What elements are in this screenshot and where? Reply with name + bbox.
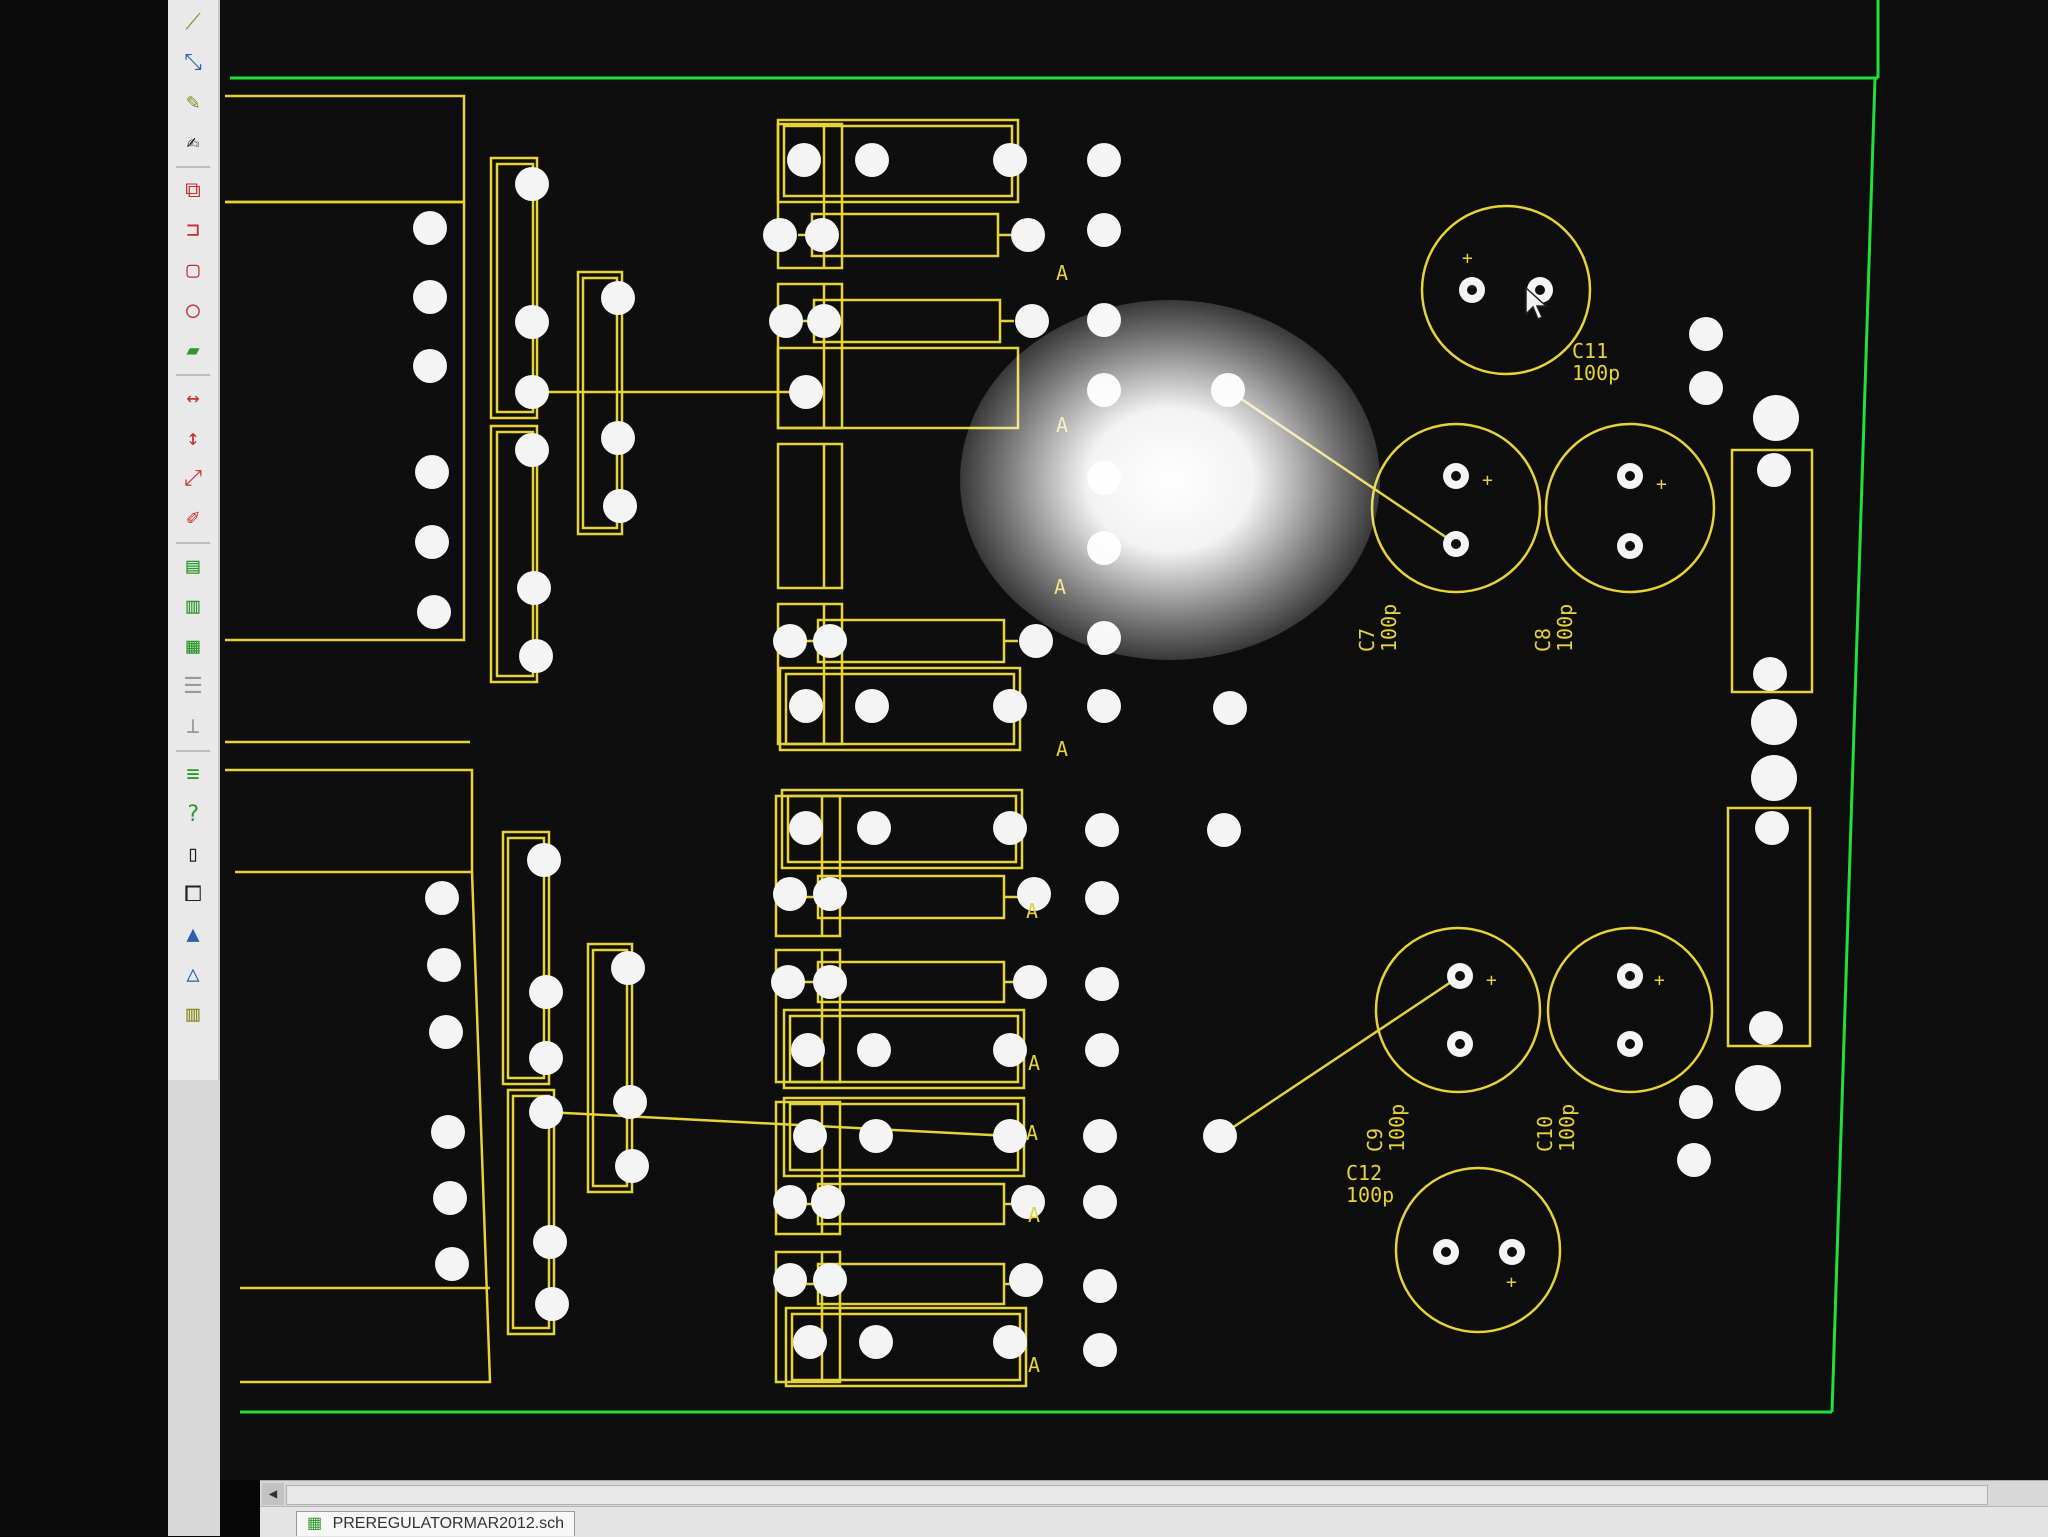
toolbar-separator xyxy=(176,750,210,752)
label-c7-value: 100p xyxy=(1377,604,1401,652)
horizontal-scrollbar[interactable]: ◀ xyxy=(260,1480,2048,1507)
label-c10-value: 100p xyxy=(1555,1104,1579,1152)
label-c11-ref: C11 xyxy=(1572,339,1608,363)
label-c10-ref: C10 xyxy=(1533,1116,1557,1152)
wire-icon[interactable]: ⟋ xyxy=(185,10,201,35)
note-icon[interactable]: ✐ xyxy=(186,506,200,531)
pad-marker: A xyxy=(1028,1353,1040,1377)
pad-holes xyxy=(1441,285,1635,1257)
copy-icon[interactable]: ⧠ xyxy=(184,882,202,907)
autoroute-icon[interactable]: △ xyxy=(186,962,200,987)
label-c9-ref: C9 xyxy=(1363,1128,1387,1152)
tool-palette: ⟋ ⤡ ✎ ✍ ⧉ ⊐ ▢ ◯ ▰ ↔ ↕ ⤢ ✐ ▤ ▥ ▦ ☰ ⊥ ≡ ? … xyxy=(168,0,220,1080)
measure-h-icon[interactable]: ↔ xyxy=(186,386,200,411)
pad-marker: A xyxy=(1054,575,1066,599)
pcb-board[interactable]: A A A A A A A A A + + + + + + C11 100p C… xyxy=(220,0,2048,1480)
pcb-canvas[interactable]: A A A A A A A A A + + + + + + C11 100p C… xyxy=(220,0,2048,1480)
capacitor-outlines xyxy=(1370,204,1716,1334)
pad-marker: A xyxy=(1056,413,1068,437)
scrollbar-thumb[interactable] xyxy=(286,1485,1988,1505)
mouse-pointer-icon xyxy=(1525,286,1548,321)
pad-marker: A xyxy=(1056,261,1068,285)
netlist-icon[interactable]: ≡ xyxy=(186,762,200,787)
toolbar-separator xyxy=(176,542,210,544)
polarity-mark: + xyxy=(1462,248,1473,269)
grid-icon[interactable]: ☰ xyxy=(183,674,203,699)
label-c8-ref: C8 xyxy=(1531,628,1555,652)
add-part-icon[interactable]: ⧉ xyxy=(185,178,201,203)
traces xyxy=(532,388,1461,1138)
fill-icon[interactable]: ▰ xyxy=(186,338,200,363)
bus-icon[interactable]: ⤡ xyxy=(184,50,202,75)
label-c12-value: 100p xyxy=(1346,1183,1394,1207)
pen-icon[interactable]: ✎ xyxy=(186,90,200,115)
add-circle-icon[interactable]: ◯ xyxy=(186,298,200,323)
label-c12-ref: C12 xyxy=(1346,1161,1382,1185)
add-rect-icon[interactable]: ▢ xyxy=(186,258,200,283)
text-icon[interactable]: ✍ xyxy=(186,130,200,155)
pads xyxy=(413,143,1799,1367)
panel-edge xyxy=(168,1080,220,1536)
document-tab-label: PREREGULATORMAR2012.sch xyxy=(332,1515,565,1532)
pad-marker: A xyxy=(1026,899,1038,923)
pad-marker: A xyxy=(1028,1051,1040,1075)
pad-marker: A xyxy=(1028,1203,1040,1227)
page-icon[interactable]: ▯ xyxy=(186,842,200,867)
status-bar: ▦ PREREGULATORMAR2012.sch xyxy=(260,1506,2048,1537)
transformer-outlines xyxy=(225,94,492,1384)
route-icon[interactable]: ▲ xyxy=(186,922,200,947)
toolbar-separator xyxy=(176,374,210,376)
add-pin-icon[interactable]: ⊐ xyxy=(186,218,200,243)
resistor-outlines xyxy=(489,122,1814,1384)
label-c9-value: 100p xyxy=(1385,1104,1409,1152)
pad-marker: A xyxy=(1026,1121,1038,1145)
component-labels: C11 100p C7 100p C8 100p C9 100p C10 100… xyxy=(1346,339,1620,1207)
pad-marker-labels: A A A A A A A A A xyxy=(1026,261,1068,1377)
layer-2-icon[interactable]: ▥ xyxy=(186,594,200,619)
measure-v-icon[interactable]: ↕ xyxy=(186,426,200,451)
label-c8-value: 100p xyxy=(1553,604,1577,652)
measure-diag-icon[interactable]: ⤢ xyxy=(184,466,202,491)
pad-marker: A xyxy=(1056,737,1068,761)
polarity-mark: + xyxy=(1506,1272,1517,1293)
monitor-bezel xyxy=(0,0,175,1536)
layer-1-icon[interactable]: ▤ xyxy=(186,554,200,579)
scroll-left-icon[interactable]: ◀ xyxy=(262,1483,284,1505)
schematic-file-icon: ▦ xyxy=(307,1515,323,1532)
toolbar-separator xyxy=(176,166,210,168)
polarity-marks: + + + + + + xyxy=(1462,248,1667,1293)
layer-3-icon[interactable]: ▦ xyxy=(186,634,200,659)
label-c11-value: 100p xyxy=(1572,361,1620,385)
document-tab[interactable]: ▦ PREREGULATORMAR2012.sch xyxy=(296,1511,576,1536)
polarity-mark: + xyxy=(1486,970,1497,991)
library-icon[interactable]: ▥ xyxy=(186,1002,200,1027)
label-c7-ref: C7 xyxy=(1355,628,1379,652)
anchor-icon[interactable]: ⊥ xyxy=(186,714,200,739)
board-outline xyxy=(230,0,1880,1414)
polarity-mark: + xyxy=(1656,474,1667,495)
query-icon[interactable]: ? xyxy=(186,802,200,827)
polarity-mark: + xyxy=(1482,470,1493,491)
polarity-mark: + xyxy=(1654,970,1665,991)
